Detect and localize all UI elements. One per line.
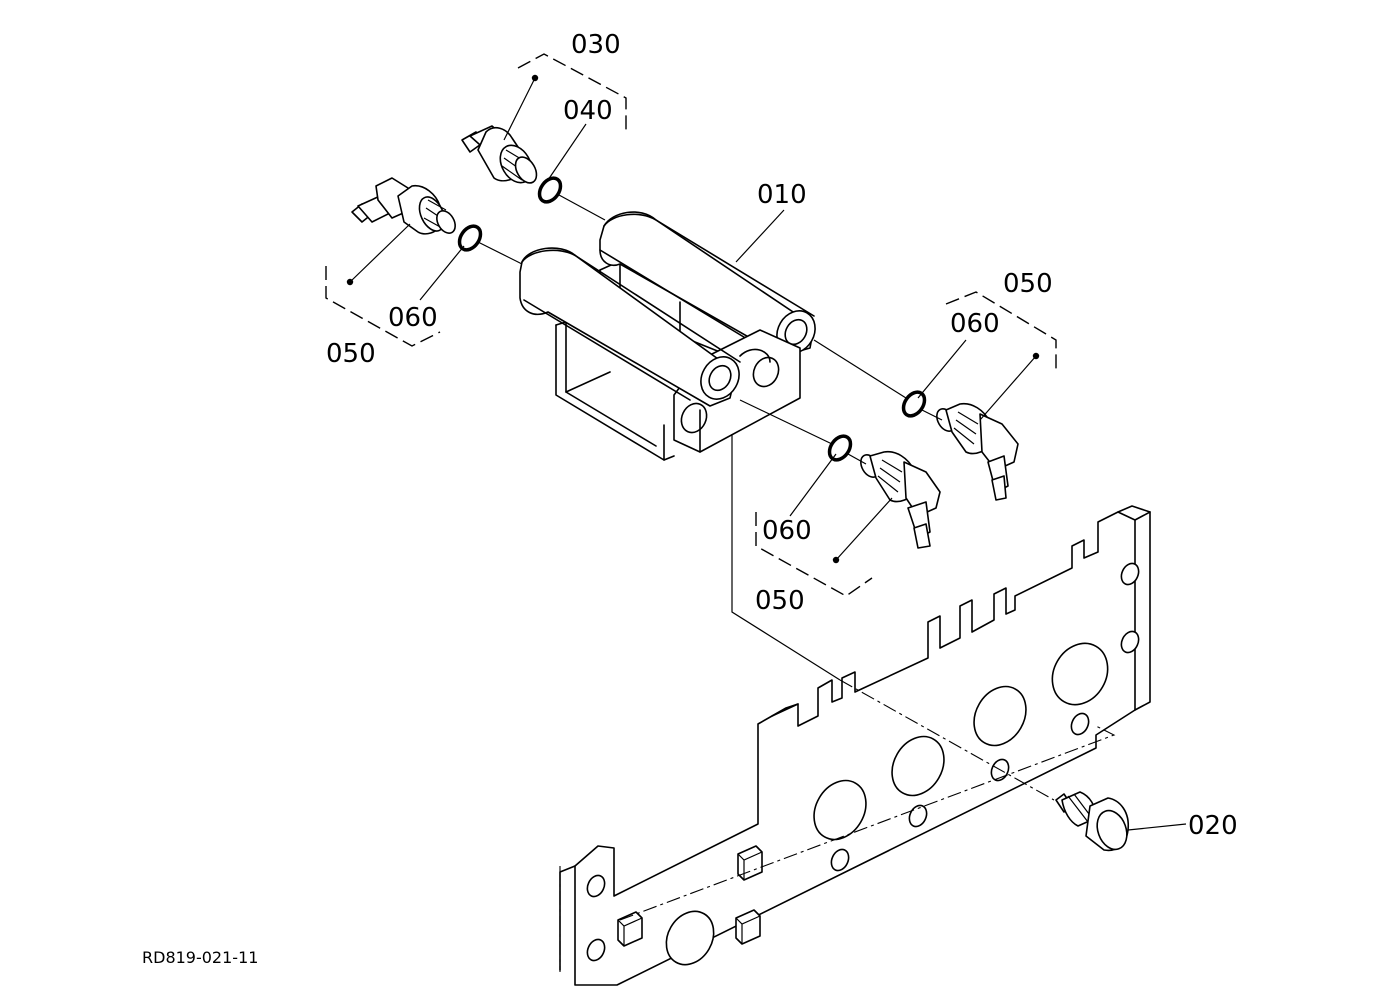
callout-060-bottom: 060 <box>762 516 812 546</box>
manifold-block <box>519 211 816 453</box>
assembly-lines <box>477 194 1055 801</box>
callout-050-right: 050 <box>1003 269 1053 299</box>
elbow-fitting-right <box>936 402 1019 501</box>
o-ring-040 <box>537 176 563 204</box>
leader-lines <box>346 74 1187 831</box>
callout-050-left: 050 <box>326 339 376 369</box>
elbow-fitting-left <box>351 177 456 235</box>
callout-010: 010 <box>757 180 807 210</box>
switch-030 <box>461 125 538 184</box>
o-ring-060-right <box>901 390 927 418</box>
group-brackets <box>325 53 1057 597</box>
callout-labels: 030 040 010 060 050 050 060 060 050 020 <box>326 30 1238 841</box>
callout-030: 030 <box>571 30 621 60</box>
o-ring-060-left <box>457 224 483 252</box>
callout-040: 040 <box>563 96 613 126</box>
mounting-plate <box>559 505 1151 986</box>
drawing-code: RD819-021-11 <box>142 948 258 967</box>
callout-060-left: 060 <box>388 303 438 333</box>
callout-020: 020 <box>1188 811 1238 841</box>
callout-060-right: 060 <box>950 309 1000 339</box>
o-ring-060-bottom <box>827 434 853 462</box>
plug-020 <box>1055 791 1130 852</box>
callout-050-bottom: 050 <box>755 586 805 616</box>
elbow-fitting-bottom <box>860 450 941 549</box>
